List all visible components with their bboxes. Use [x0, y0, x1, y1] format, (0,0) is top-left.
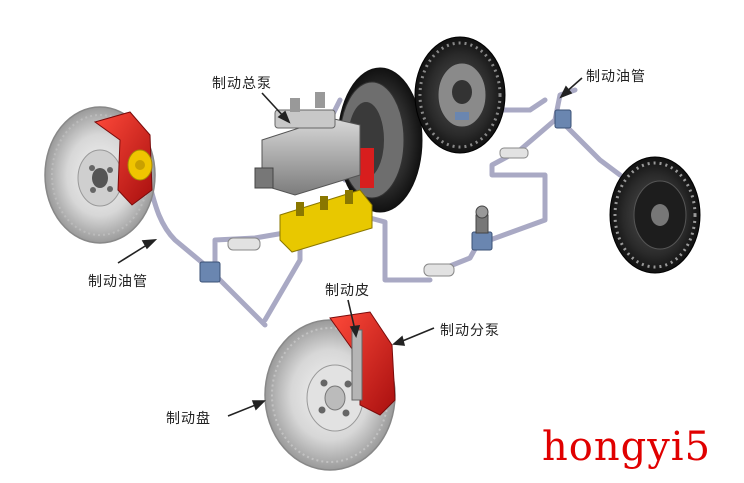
- label-leaders: [117, 77, 583, 417]
- label-brake-pad: 制动皮: [325, 283, 370, 299]
- bleeder-valve: [475, 205, 489, 234]
- label-brake-line-right: 制动油管: [586, 69, 646, 85]
- line-fittings: [199, 109, 572, 283]
- label-master-cylinder: 制动总泵: [212, 76, 272, 92]
- proportioning-valve: [279, 189, 373, 253]
- rear-wheel-drum: [609, 156, 701, 274]
- line-couplers: [227, 147, 529, 277]
- watermark: hongyi5: [542, 424, 712, 470]
- label-caliper: 制动分泵: [440, 323, 500, 339]
- master-cylinder: [254, 92, 361, 196]
- label-brake-disc: 制动盘: [166, 411, 211, 427]
- rear-drum: [414, 36, 506, 154]
- label-brake-line-left: 制动油管: [88, 274, 148, 290]
- front-left-caliper: [93, 111, 153, 206]
- brake-booster: [337, 67, 423, 213]
